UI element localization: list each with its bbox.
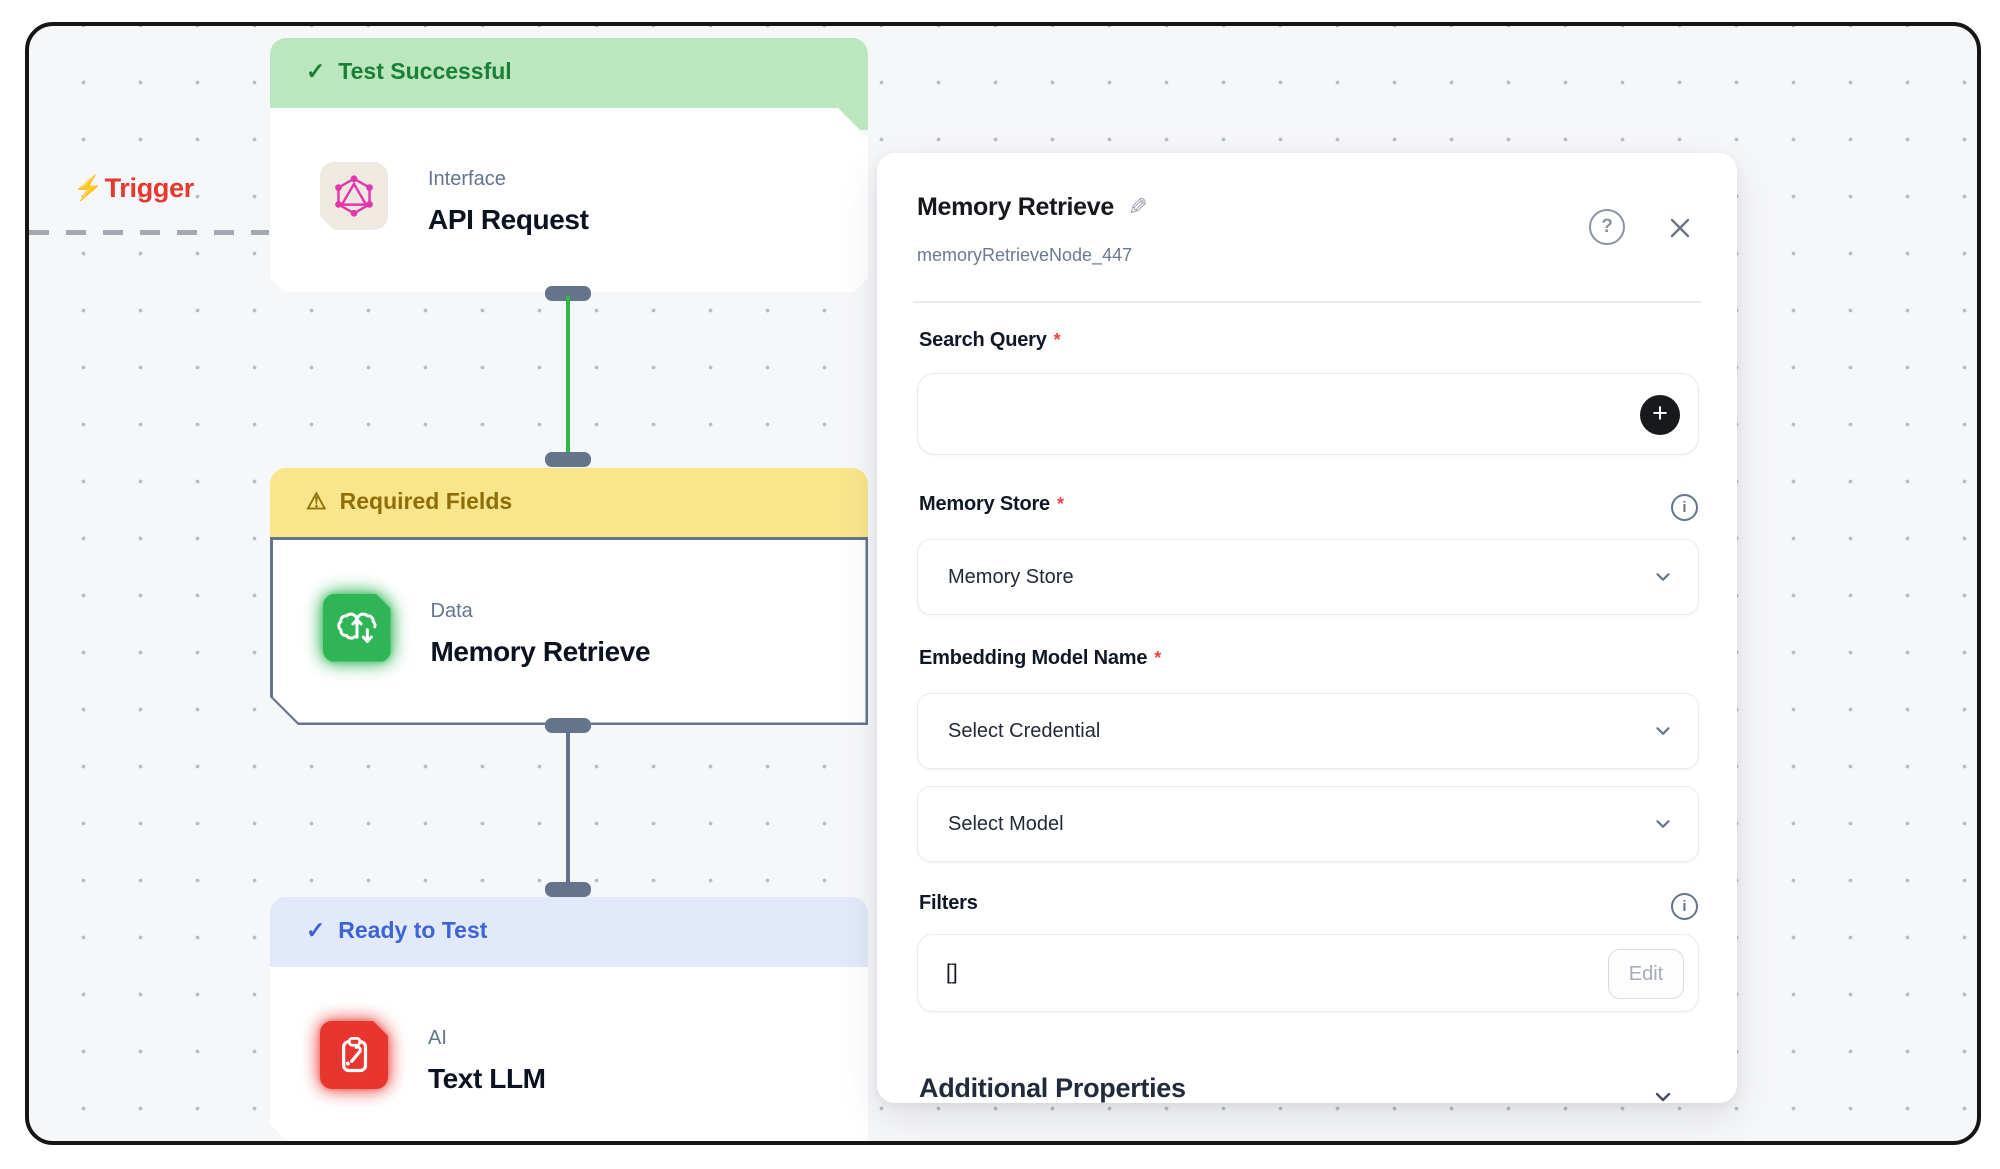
model-placeholder: Select Model — [948, 812, 1064, 835]
node-title: API Request — [428, 204, 589, 235]
connection-handle[interactable] — [545, 452, 591, 467]
search-query-label: Search Query * — [919, 329, 1061, 352]
node-properties-panel: Memory Retrieve ✎ ? memoryRetrieveNode_44… — [877, 153, 1737, 1103]
info-icon[interactable]: i — [1671, 494, 1698, 521]
trigger-connection-line — [29, 230, 269, 235]
info-glyph: i — [1682, 898, 1687, 915]
edit-title-pencil-icon[interactable]: ✎ — [1127, 194, 1148, 221]
connector-line-slate — [566, 728, 570, 888]
node-title: Text LLM — [428, 1063, 546, 1094]
chevron-down-icon — [1656, 573, 1670, 581]
node-api-request[interactable]: Interface API Request — [270, 108, 868, 292]
chevron-down-icon[interactable] — [1651, 1085, 1675, 1103]
lightning-icon: ⚡ — [73, 174, 103, 202]
graphql-icon — [320, 162, 388, 230]
label-text: Search Query — [919, 329, 1047, 351]
status-banner-text: Test Successful — [338, 58, 512, 84]
info-icon[interactable]: i — [1671, 893, 1698, 920]
filters-label: Filters — [919, 892, 978, 915]
trigger-label: ⚡ Trigger — [73, 168, 194, 208]
node-text-llm[interactable]: AI Text LLM — [270, 967, 868, 1145]
memory-store-selected-value: Memory Store — [948, 565, 1074, 588]
help-icon: ? — [1601, 216, 1613, 237]
add-variable-button[interactable]: + — [1640, 395, 1680, 435]
node-category: AI — [428, 1027, 447, 1049]
close-panel-button[interactable] — [1663, 211, 1697, 245]
info-glyph: i — [1682, 499, 1687, 516]
trigger-text: Trigger — [104, 172, 195, 203]
node-category: Data — [430, 599, 473, 622]
required-mark: * — [1056, 494, 1064, 514]
filters-value-box[interactable]: [] Edit — [917, 934, 1699, 1012]
status-banner-text: Required Fields — [339, 488, 513, 514]
warning-icon: ⚠ — [306, 488, 327, 514]
check-icon: ✓ — [306, 58, 326, 84]
memory-store-label: Memory Store * — [919, 493, 1064, 516]
connector-line-green — [566, 296, 570, 458]
chevron-down-icon — [1656, 727, 1670, 735]
filters-value: [] — [946, 961, 958, 984]
model-select[interactable]: Select Model — [917, 786, 1699, 862]
node-id-subtitle: memoryRetrieveNode_447 — [917, 245, 1133, 265]
node-category: Interface — [428, 168, 506, 190]
label-text: Filters — [919, 892, 978, 914]
required-mark: * — [1154, 648, 1162, 668]
header-divider — [913, 301, 1701, 303]
credential-select[interactable]: Select Credential — [917, 693, 1699, 769]
close-icon — [1670, 218, 1690, 238]
check-icon: ✓ — [306, 917, 326, 943]
node-memory-retrieve[interactable]: Data Memory Retrieve — [270, 537, 868, 725]
label-text: Embedding Model Name — [919, 647, 1148, 669]
search-query-input[interactable]: + — [917, 373, 1699, 455]
memory-retrieve-icon — [323, 594, 391, 662]
plus-icon: + — [1652, 398, 1668, 428]
credential-placeholder: Select Credential — [948, 719, 1101, 742]
filters-edit-button[interactable]: Edit — [1608, 949, 1684, 999]
text-llm-icon — [320, 1021, 388, 1089]
connection-handle[interactable] — [545, 718, 591, 733]
additional-properties-section[interactable]: Additional Properties — [919, 1073, 1186, 1103]
workflow-editor-frame: ⚡ Trigger ✓ Test Successful — [25, 22, 1981, 1145]
label-text: Memory Store — [919, 493, 1050, 515]
edit-button-label: Edit — [1628, 962, 1664, 985]
chevron-down-icon — [1656, 820, 1670, 828]
required-mark: * — [1053, 330, 1061, 350]
node-title: Memory Retrieve — [430, 635, 651, 667]
panel-title-text: Memory Retrieve — [917, 193, 1114, 221]
embedding-model-label: Embedding Model Name * — [919, 647, 1161, 670]
status-banner-text: Ready to Test — [338, 917, 488, 943]
connection-handle[interactable] — [545, 286, 591, 301]
memory-store-select[interactable]: Memory Store — [917, 539, 1699, 615]
help-button[interactable]: ? — [1589, 209, 1625, 245]
panel-title: Memory Retrieve ✎ — [917, 193, 1148, 222]
connection-handle[interactable] — [545, 882, 591, 897]
